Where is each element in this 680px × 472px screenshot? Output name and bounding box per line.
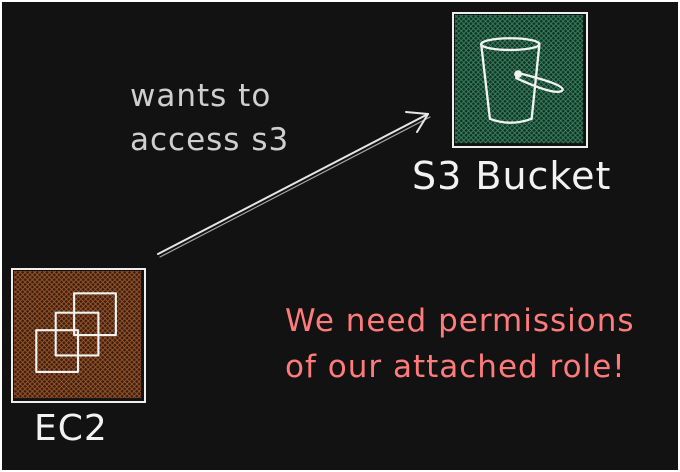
- ec2-label: EC2: [34, 408, 108, 449]
- edge-label: wants to access s3: [130, 74, 289, 162]
- ec2-node: [11, 268, 146, 403]
- arrow-head-upper: [405, 111, 429, 115]
- instances-icon: [13, 270, 142, 399]
- edge-label-line-2: access s3: [130, 122, 290, 158]
- note-line-1: We need permissions: [285, 303, 635, 339]
- s3-bucket-node: [452, 12, 588, 148]
- arrow-head-lower: [416, 113, 429, 133]
- permissions-note: We need permissions of our attached role…: [285, 298, 635, 390]
- edge-label-line-1: wants to: [130, 78, 272, 114]
- s3-bucket-label: S3 Bucket: [412, 154, 612, 198]
- note-line-2: of our attached role!: [285, 349, 626, 385]
- bucket-icon: [454, 14, 584, 144]
- arrow-shaft: [157, 113, 429, 255]
- arrow-shaft-shadow: [159, 116, 431, 258]
